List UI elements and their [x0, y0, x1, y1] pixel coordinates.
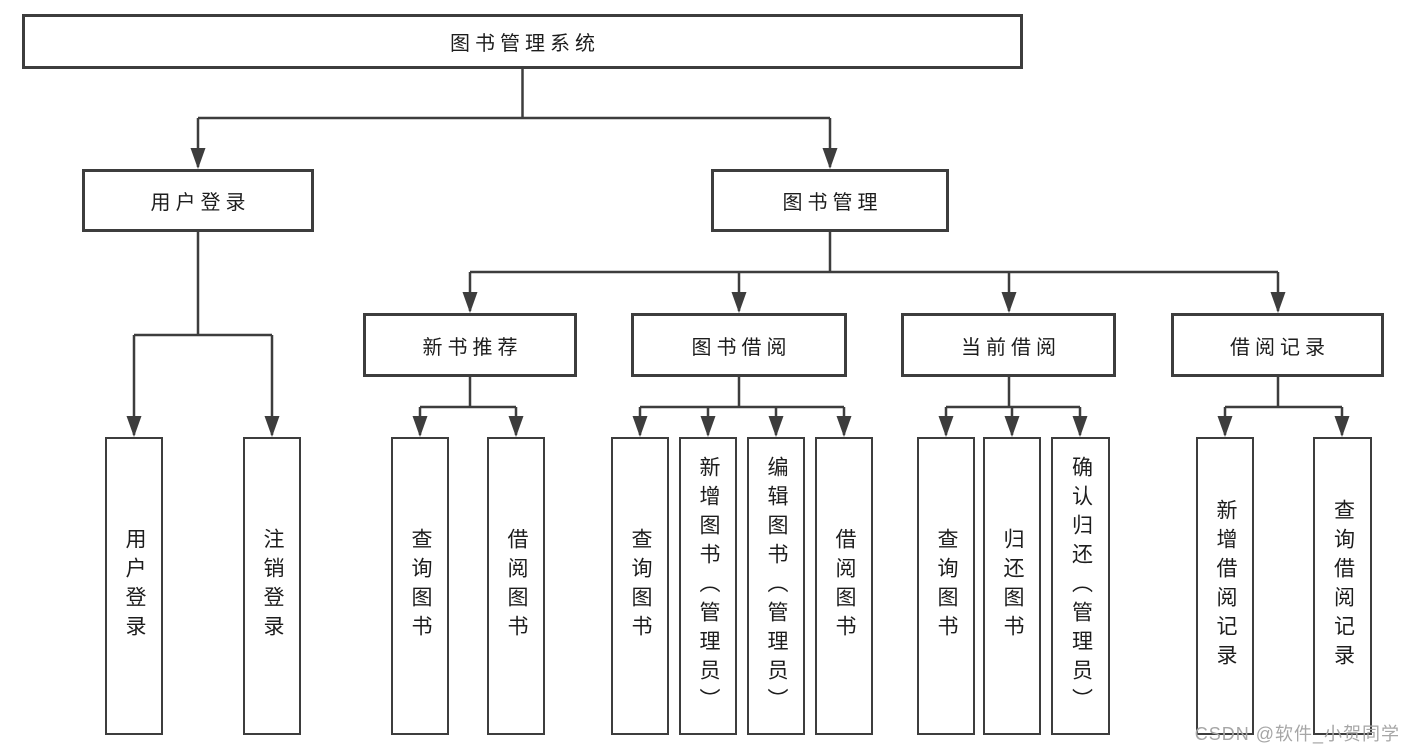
leaf-borrow-books-recommend: 借阅图书	[487, 437, 545, 735]
node-current-borrowing: 当前借阅	[901, 313, 1116, 377]
leaf-query-books-recommend: 查询图书	[391, 437, 449, 735]
csdn-watermark: CSDN @软件_小贺同学	[1194, 724, 1400, 744]
leaf-user-login: 用户登录	[105, 437, 163, 735]
leaf-query-books-current: 查询图书	[917, 437, 975, 735]
node-book-management: 图书管理	[711, 169, 949, 232]
node-library-system: 图书管理系统	[22, 14, 1023, 69]
node-borrow-records: 借阅记录	[1171, 313, 1384, 377]
leaf-return-books: 归还图书	[983, 437, 1041, 735]
leaf-add-books-admin: 新增图书（管理员）	[679, 437, 737, 735]
leaf-query-borrow-record: 查询借阅记录	[1313, 437, 1372, 735]
leaf-borrow-books: 借阅图书	[815, 437, 873, 735]
node-book-borrowing: 图书借阅	[631, 313, 847, 377]
node-user-login: 用户登录	[82, 169, 314, 232]
leaf-add-borrow-record: 新增借阅记录	[1196, 437, 1254, 735]
leaf-query-books-borrowing: 查询图书	[611, 437, 669, 735]
leaf-edit-books-admin: 编辑图书（管理员）	[747, 437, 805, 735]
leaf-logout: 注销登录	[243, 437, 301, 735]
leaf-confirm-return-admin: 确认归还（管理员）	[1051, 437, 1110, 735]
node-new-book-recommend: 新书推荐	[363, 313, 577, 377]
